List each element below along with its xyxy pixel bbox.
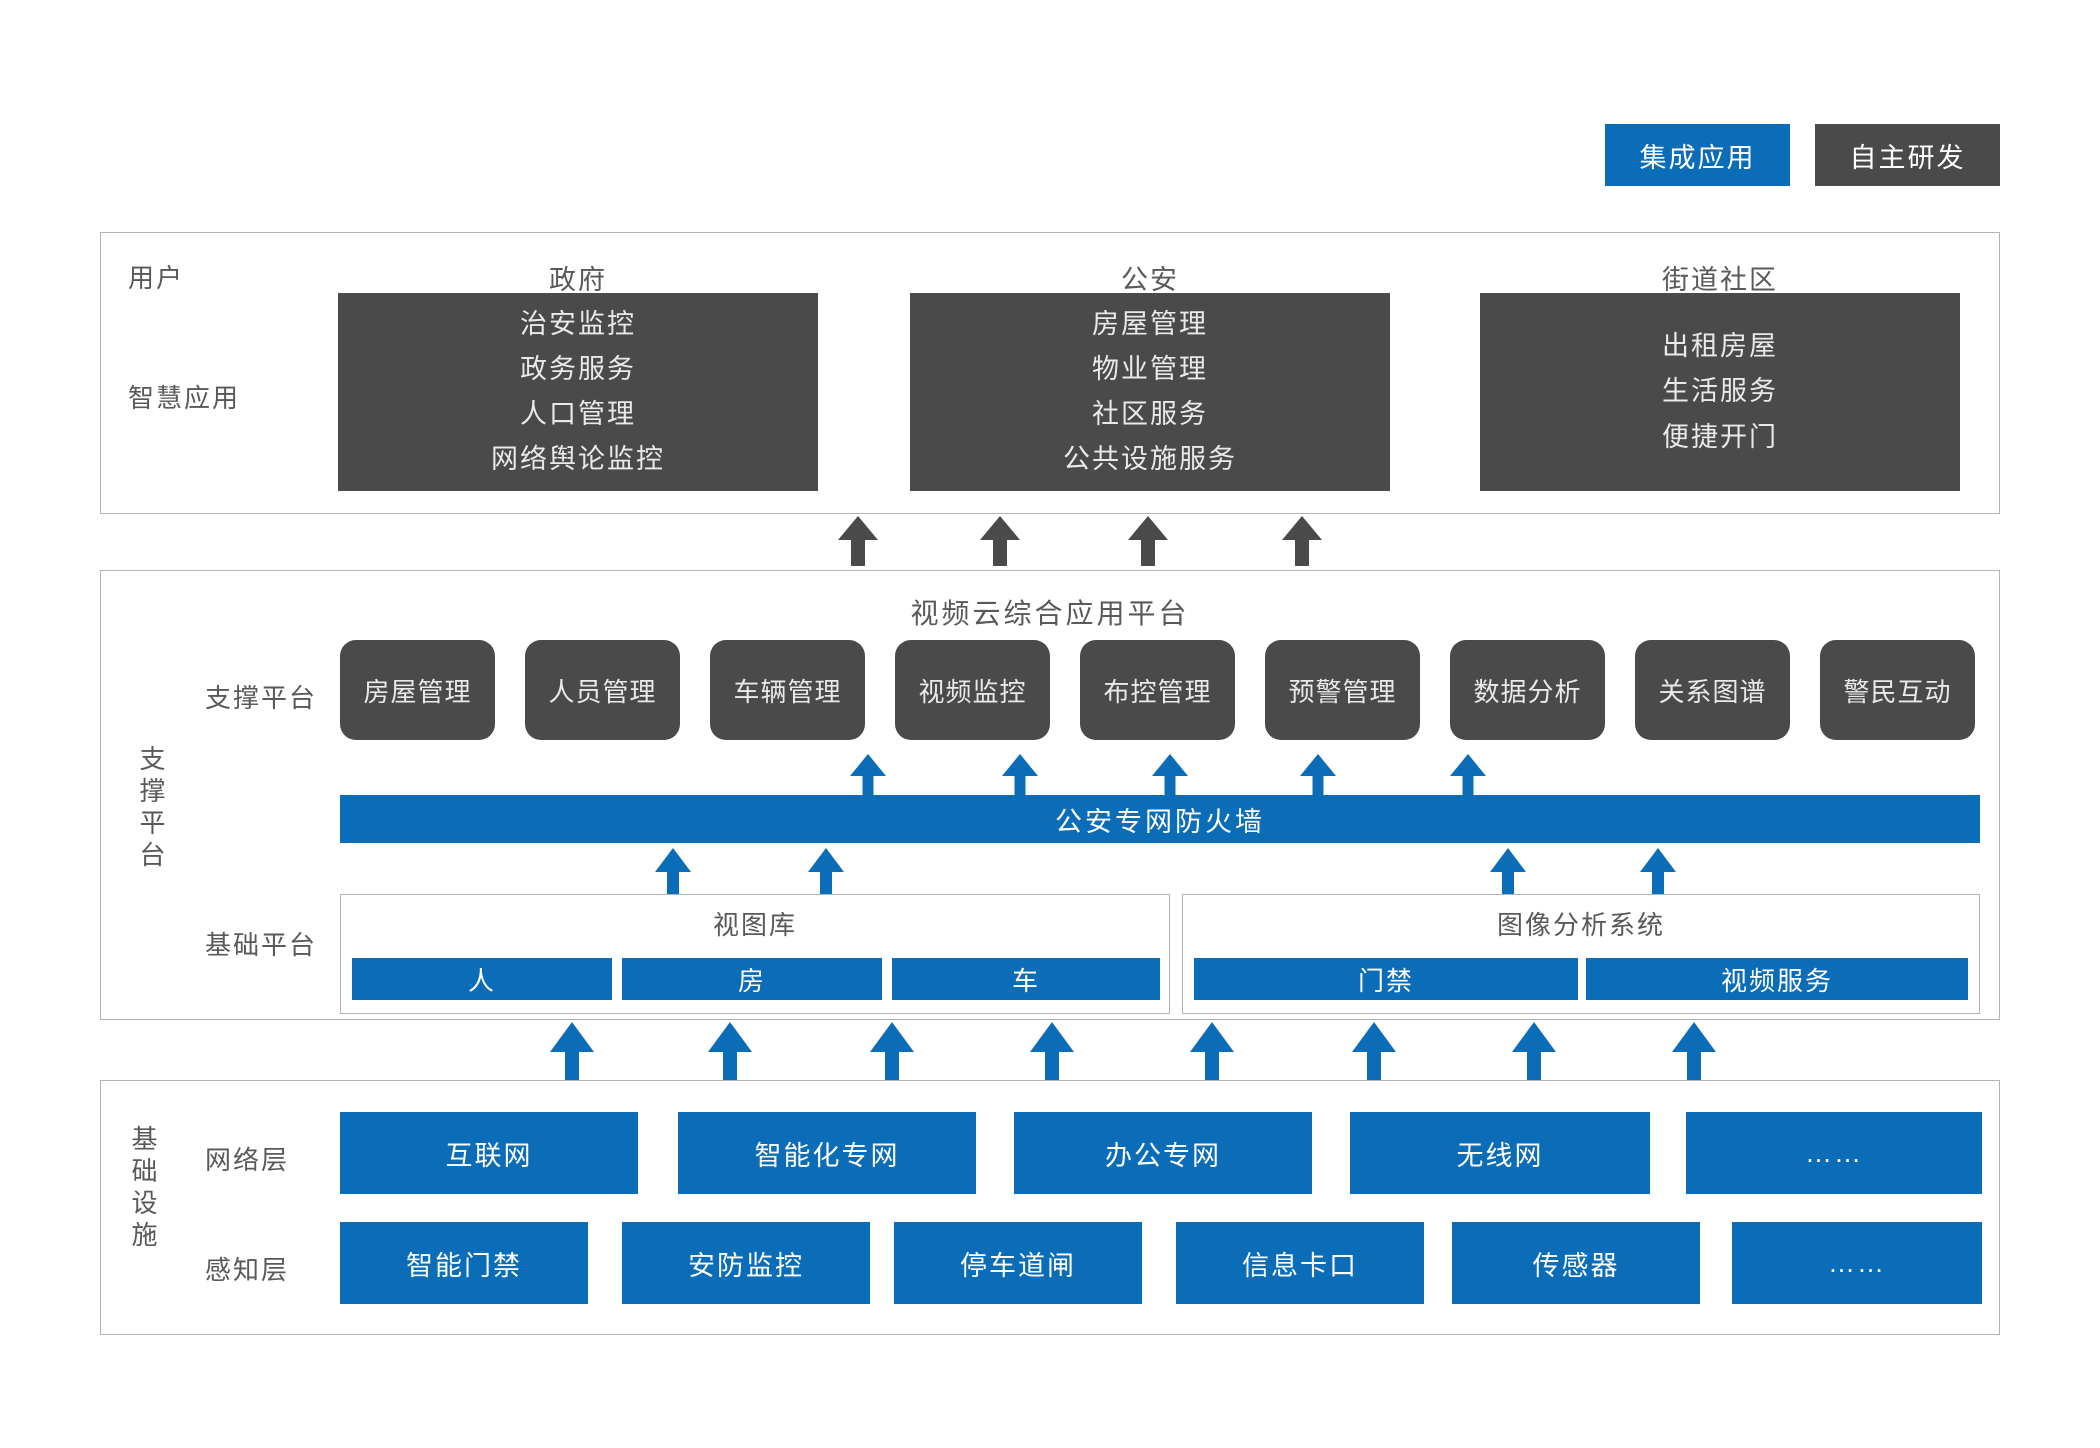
arrow-up-dark xyxy=(1128,516,1168,566)
arrow-up-blue xyxy=(1352,1022,1396,1080)
base-item-vehicle[interactable]: 车 xyxy=(892,958,1160,1000)
app-item: 社区服务 xyxy=(1092,399,1208,429)
support-module-deployment[interactable]: 布控管理 xyxy=(1080,640,1235,740)
infra-sensing-smart-access[interactable]: 智能门禁 xyxy=(340,1222,588,1304)
base-item-person[interactable]: 人 xyxy=(352,958,612,1000)
arrow-up-blue xyxy=(808,848,844,894)
arrow-up-blue xyxy=(1300,754,1336,796)
column-header-public-security: 公安 xyxy=(1121,265,1179,295)
arrow-up-blue xyxy=(1190,1022,1234,1080)
infra-network-internet[interactable]: 互联网 xyxy=(340,1112,638,1194)
support-module-vehicle[interactable]: 车辆管理 xyxy=(710,640,865,740)
legend-item-integrated-app: 集成应用 xyxy=(1605,124,1790,186)
arrow-up-blue xyxy=(1640,848,1676,894)
platform-title: 视频云综合应用平台 xyxy=(910,598,1190,629)
row-label-sensing-layer: 感知层 xyxy=(205,1255,290,1285)
row-label-support-platform: 支撑平台 xyxy=(205,683,318,713)
app-item: 人口管理 xyxy=(520,399,636,429)
app-box-government[interactable]: 治安监控 政务服务 人口管理 网络舆论监控 xyxy=(338,293,818,491)
firewall-bar: 公安专网防火墙 xyxy=(340,795,1980,843)
app-box-street-community[interactable]: 出租房屋 生活服务 便捷开门 xyxy=(1480,293,1960,491)
app-item: 政务服务 xyxy=(520,353,636,384)
support-module-housing[interactable]: 房屋管理 xyxy=(340,640,495,740)
arrow-up-blue xyxy=(550,1022,594,1080)
support-module-interaction[interactable]: 警民互动 xyxy=(1820,640,1975,740)
column-header-street-community: 街道社区 xyxy=(1662,265,1778,295)
row-label-users: 用户 xyxy=(128,263,185,293)
arrow-up-blue xyxy=(1152,754,1188,796)
arrow-up-blue xyxy=(1672,1022,1716,1080)
infra-sensing-checkpoint[interactable]: 信息卡口 xyxy=(1176,1222,1424,1304)
legend-item-self-developed: 自主研发 xyxy=(1815,124,2000,186)
row-label-network-layer: 网络层 xyxy=(205,1145,290,1175)
infra-network-wireless[interactable]: 无线网 xyxy=(1350,1112,1650,1194)
base-group-title: 图像分析系统 xyxy=(1496,910,1665,940)
infra-sensing-sensor[interactable]: 传感器 xyxy=(1452,1222,1700,1304)
arrow-up-blue xyxy=(870,1022,914,1080)
arrow-up-dark xyxy=(838,516,878,566)
row-label-smart-apps: 智慧应用 xyxy=(128,383,241,413)
app-item: 生活服务 xyxy=(1662,376,1778,407)
infra-sensing-parking-gate[interactable]: 停车道闸 xyxy=(894,1222,1142,1304)
app-box-public-security[interactable]: 房屋管理 物业管理 社区服务 公共设施服务 xyxy=(910,293,1390,491)
app-item: 出租房屋 xyxy=(1662,331,1778,362)
arrow-up-dark xyxy=(980,516,1020,566)
infra-network-smart-private[interactable]: 智能化专网 xyxy=(678,1112,976,1194)
legend: 集成应用 自主研发 xyxy=(1605,124,2000,186)
side-label-infrastructure: 基础设施 xyxy=(128,1125,158,1253)
arrow-up-blue xyxy=(655,848,691,894)
base-item-access-control[interactable]: 门禁 xyxy=(1194,958,1578,1000)
support-module-analytics[interactable]: 数据分析 xyxy=(1450,640,1605,740)
app-item: 公共设施服务 xyxy=(1063,444,1237,475)
arrow-up-blue xyxy=(1002,754,1038,796)
arrow-up-blue xyxy=(1450,754,1486,796)
arrow-up-blue xyxy=(1030,1022,1074,1080)
base-item-video-service[interactable]: 视频服务 xyxy=(1586,958,1968,1000)
support-module-personnel[interactable]: 人员管理 xyxy=(525,640,680,740)
infra-sensing-more[interactable]: …… xyxy=(1732,1222,1982,1304)
infra-sensing-security-monitor[interactable]: 安防监控 xyxy=(622,1222,870,1304)
support-module-alert[interactable]: 预警管理 xyxy=(1265,640,1420,740)
arrow-up-blue xyxy=(708,1022,752,1080)
support-module-video[interactable]: 视频监控 xyxy=(895,640,1050,740)
app-item: 治安监控 xyxy=(520,308,636,339)
row-label-base-platform: 基础平台 xyxy=(205,930,318,960)
app-item: 物业管理 xyxy=(1092,353,1208,384)
arrow-up-blue xyxy=(1512,1022,1556,1080)
base-group-title: 视图库 xyxy=(712,910,797,940)
column-header-government: 政府 xyxy=(549,265,607,295)
support-module-relation-map[interactable]: 关系图谱 xyxy=(1635,640,1790,740)
infra-network-more[interactable]: …… xyxy=(1686,1112,1982,1194)
infra-network-office-private[interactable]: 办公专网 xyxy=(1014,1112,1312,1194)
arrow-up-blue xyxy=(1490,848,1526,894)
legend-label: 集成应用 xyxy=(1639,142,1756,173)
app-item: 房屋管理 xyxy=(1092,308,1208,339)
app-item: 便捷开门 xyxy=(1662,421,1778,452)
arrow-up-dark xyxy=(1282,516,1322,566)
legend-label: 自主研发 xyxy=(1849,142,1966,173)
side-label-support-platform: 支撑平台 xyxy=(136,745,166,873)
arrow-up-blue xyxy=(850,754,886,796)
base-item-house[interactable]: 房 xyxy=(622,958,882,1000)
app-item: 网络舆论监控 xyxy=(491,444,665,475)
